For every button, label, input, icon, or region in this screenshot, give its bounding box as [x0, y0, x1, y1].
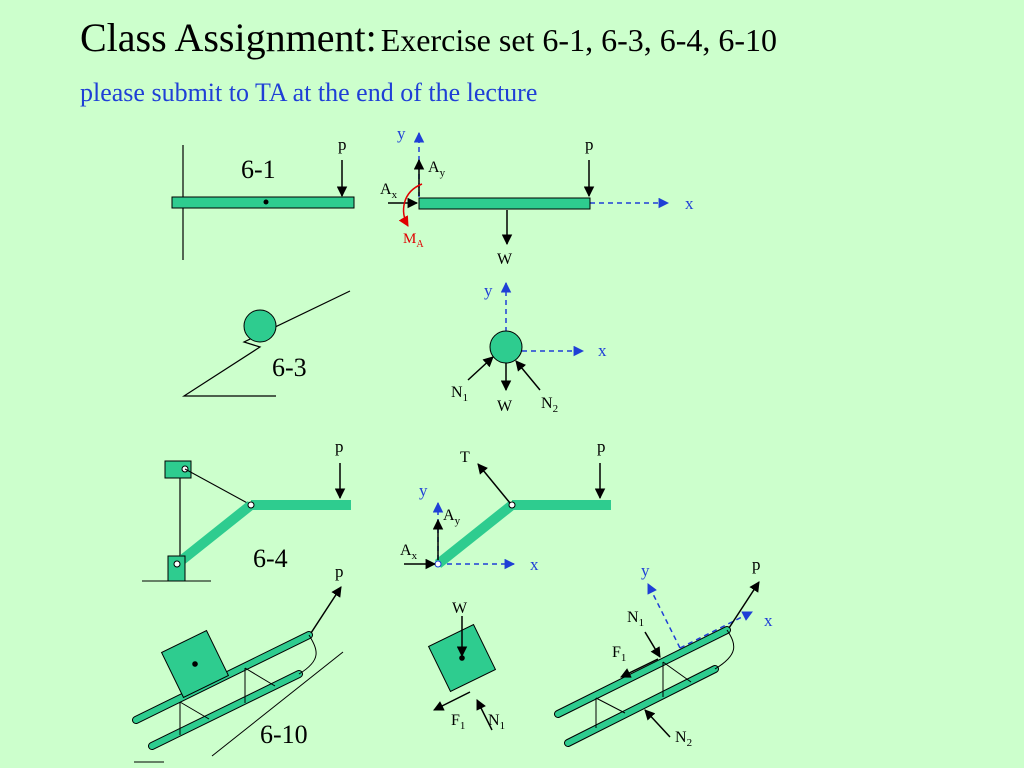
- problem-label-6-1: 6-1: [241, 155, 276, 184]
- block-center-dot: [192, 661, 198, 667]
- block: [160, 629, 230, 699]
- normal-n2-label: N2: [541, 395, 558, 415]
- top-rail: [555, 627, 730, 717]
- weight-label: W: [452, 600, 468, 617]
- beam: [418, 197, 591, 210]
- x-axis-label: x: [764, 611, 773, 630]
- lower-pin: [173, 560, 181, 568]
- pull-arrow: [728, 581, 760, 629]
- reaction-ax-label: Ax: [380, 181, 398, 201]
- pull-label: p: [335, 562, 344, 581]
- y-axis-label: y: [641, 561, 650, 580]
- strut-diagonal: [662, 661, 692, 683]
- bend-pin: [247, 501, 255, 509]
- moment-label: MA: [403, 231, 424, 250]
- fbd-6-3: y x W N1 N2: [451, 281, 607, 415]
- normal-n1-arrow: [467, 356, 494, 381]
- y-axis-label: y: [484, 281, 493, 300]
- problem-label-6-4: 6-4: [253, 544, 288, 573]
- support-pin: [434, 560, 442, 568]
- friction-f1-arrow: [620, 658, 659, 678]
- normal-n1-arrow: [644, 631, 661, 658]
- cable: [184, 468, 252, 506]
- strut-diagonal: [244, 667, 276, 687]
- moment-arrow: [398, 183, 423, 227]
- reaction-ay-label: Ay: [428, 159, 446, 179]
- y-axis-label: y: [397, 124, 406, 143]
- strut-diagonal: [595, 697, 626, 714]
- strut-diagonal: [179, 701, 210, 720]
- friction-f1-label: F1: [612, 644, 626, 664]
- problem-6-4-sketch: p 6-4: [142, 437, 351, 582]
- block-center-dot: [459, 655, 465, 661]
- ball: [489, 330, 523, 364]
- sled-front-curve: [714, 629, 735, 670]
- normal-n2-arrow: [644, 709, 671, 738]
- friction-f1-label: F1: [451, 712, 465, 732]
- problem-label-6-10: 6-10: [260, 720, 308, 749]
- x-axis-label: x: [598, 341, 607, 360]
- y-axis-arrow: [647, 583, 681, 649]
- lower-bracket: [167, 555, 186, 582]
- problem-6-1-sketch: p 6-1: [171, 135, 355, 260]
- weight-label: W: [497, 398, 513, 415]
- normal-n1-label: N1: [451, 384, 468, 404]
- x-axis-arrow: [679, 611, 753, 649]
- title-exercises: Exercise set 6-1, 6-3, 6-4, 6-10: [380, 22, 778, 58]
- ball: [243, 309, 277, 343]
- title-main: Class Assignment:: [80, 15, 377, 60]
- tension-label: T: [460, 449, 470, 466]
- reaction-ax-label: Ax: [400, 542, 418, 562]
- slide-subtitle: please submit to TA at the end of the le…: [80, 78, 538, 107]
- normal-n1-arrow: [476, 699, 493, 731]
- problem-6-10-sketch: p 6-10: [132, 562, 344, 763]
- friction-f1-arrow: [433, 691, 471, 711]
- bar-inclined: [173, 501, 255, 568]
- load-label: p: [335, 437, 344, 456]
- normal-n2-arrow: [515, 360, 541, 391]
- weight-label: W: [497, 251, 513, 268]
- load-label: p: [338, 135, 347, 154]
- fbd-6-4: y x T Ay Ax p: [400, 437, 611, 574]
- incline-notch: [181, 290, 351, 397]
- beam: [171, 196, 355, 209]
- bend-pin: [508, 501, 516, 509]
- normal-n2-label: N2: [675, 729, 692, 749]
- sled-front-curve: [298, 634, 317, 675]
- x-axis-label: x: [685, 194, 694, 213]
- load-label: p: [585, 135, 594, 154]
- fbd-6-10-block: W N1 F1: [427, 600, 505, 732]
- center-dot: [263, 199, 269, 205]
- tension-arrow: [477, 463, 511, 504]
- fbd-6-1: y x Ay Ax MA W p: [380, 124, 694, 268]
- load-label: p: [597, 437, 606, 456]
- pull-arrow: [310, 586, 342, 634]
- problem-6-3-sketch: 6-3: [181, 290, 351, 397]
- upper-bracket: [164, 460, 192, 479]
- normal-n1-label: N1: [488, 712, 505, 732]
- fbd-6-10-sled: y x p N1 F1 N2: [554, 555, 773, 749]
- slope-line: [211, 651, 344, 757]
- reaction-ay-label: Ay: [443, 507, 461, 527]
- bottom-rail: [565, 666, 718, 746]
- y-axis-label: y: [419, 481, 428, 500]
- normal-n1-label: N1: [627, 609, 644, 629]
- slide-title: Class Assignment: Exercise set 6-1, 6-3,…: [80, 14, 777, 61]
- problem-label-6-3: 6-3: [272, 353, 307, 382]
- bar-inclined: [434, 501, 516, 568]
- pull-label: p: [752, 555, 761, 574]
- x-axis-label: x: [530, 555, 539, 574]
